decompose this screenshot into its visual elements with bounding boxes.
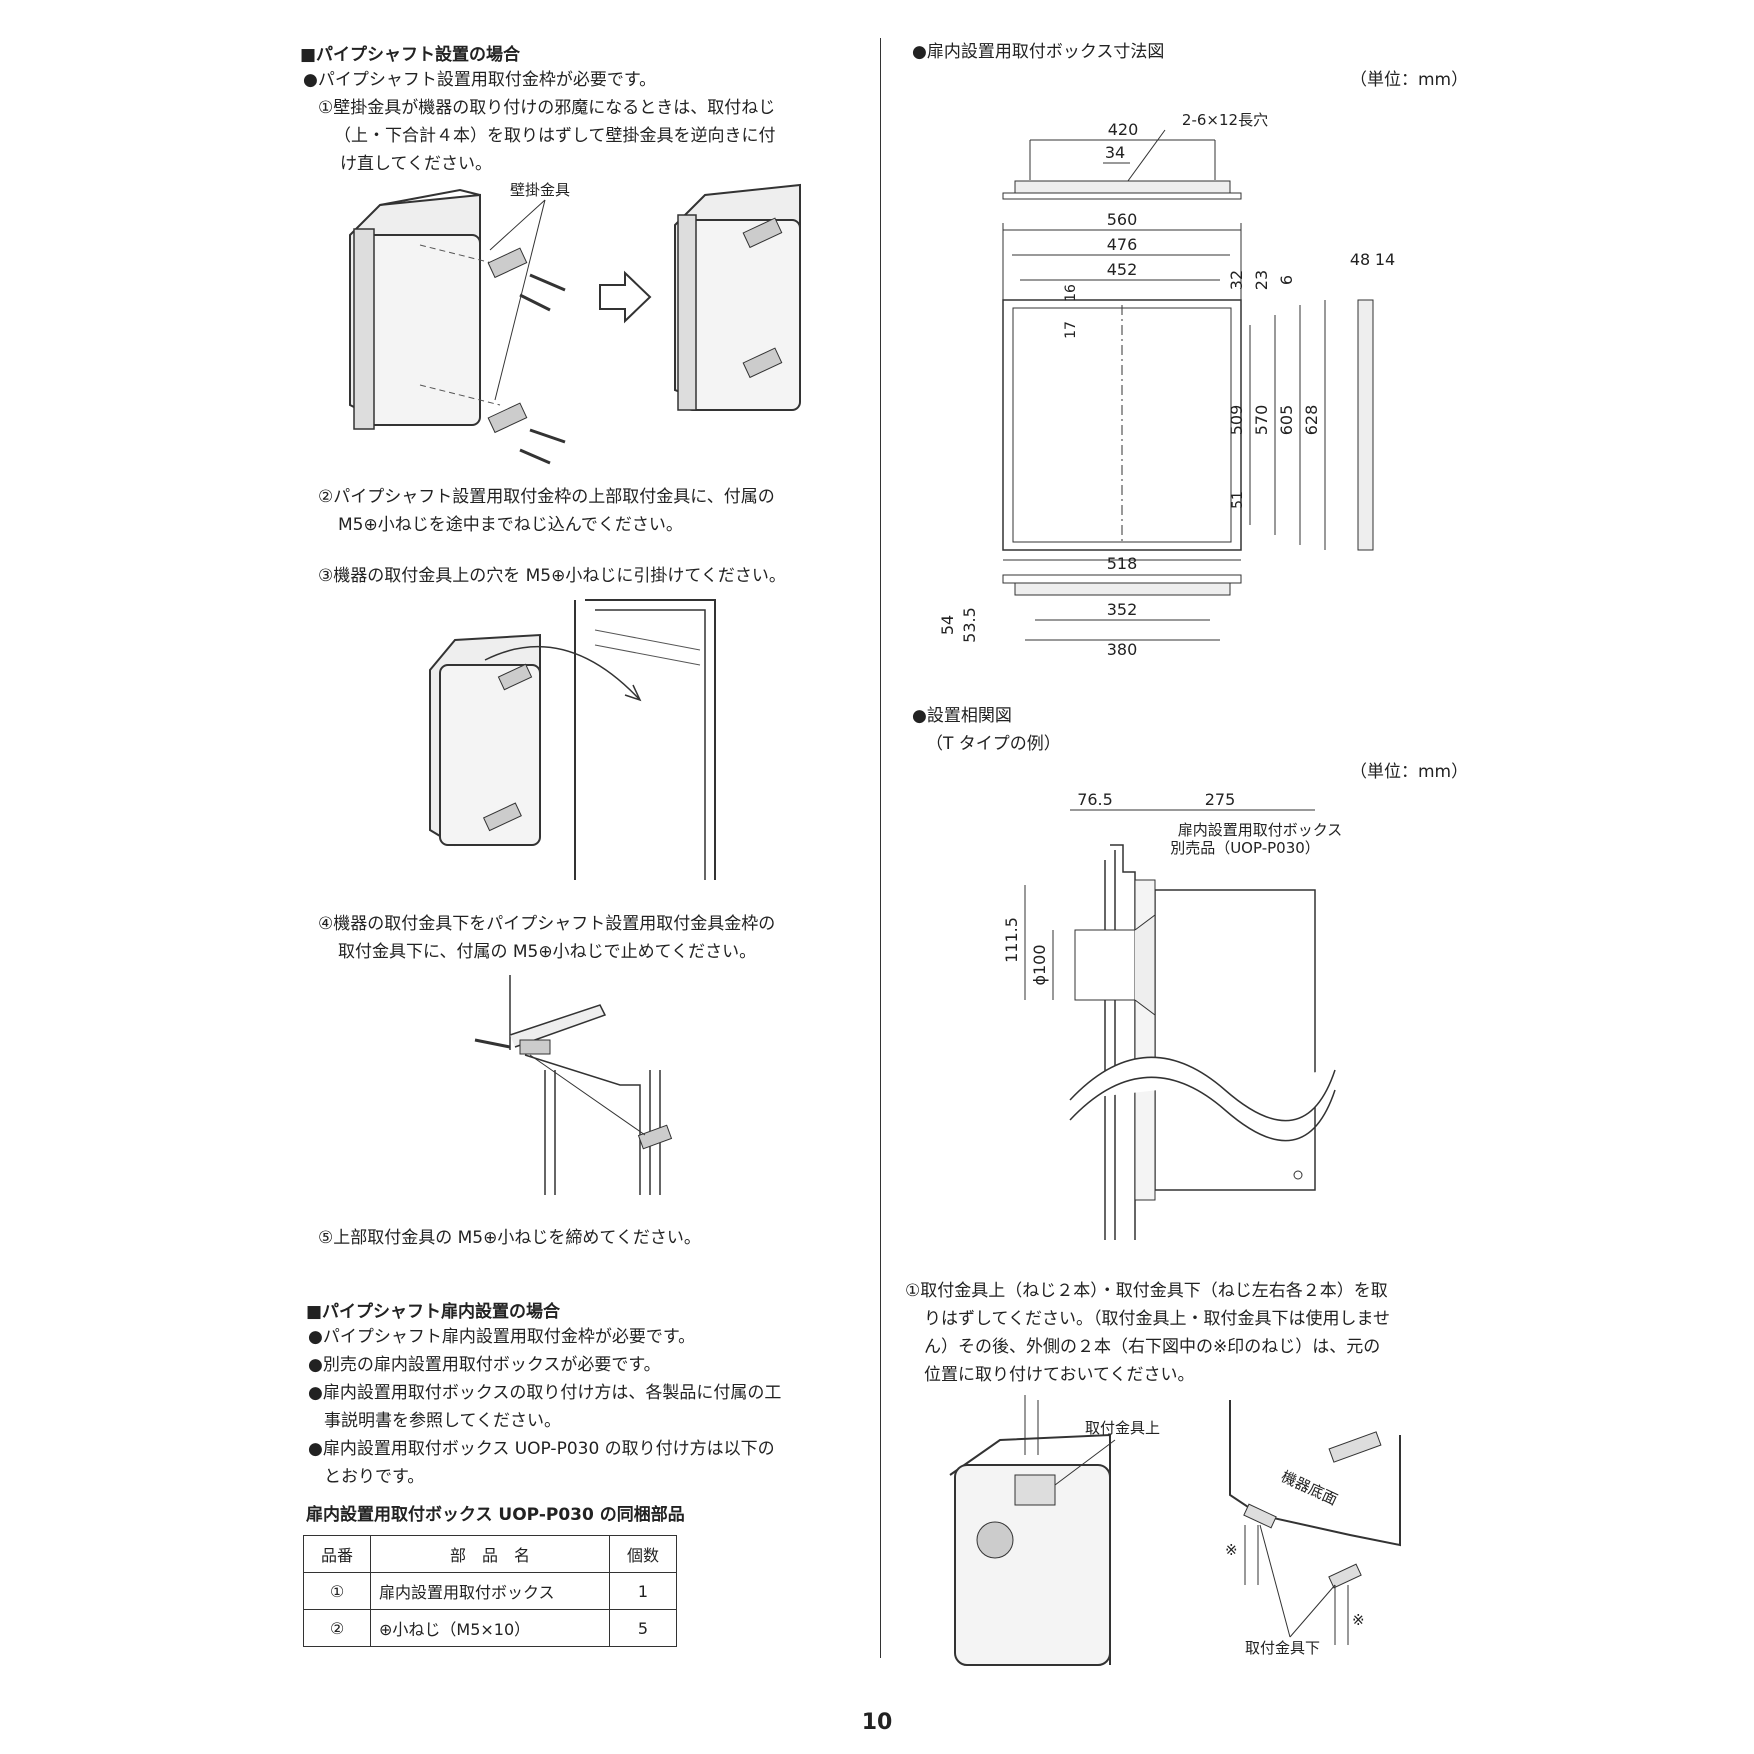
section2-heading: ■パイプシャフト扉内設置の場合 [306,1302,561,1322]
relation-drawing: 76.5 275 扉内設置用取付ボックス 別売品（UOP-P030） 111.5… [1002,790,1343,1240]
table-cell: 扉内設置用取付ボックス [370,1572,610,1610]
step1-line3: け直してください。 [340,154,492,174]
dim-32: 32 [1227,270,1246,290]
dim-605: 605 [1277,405,1296,436]
dim-unit: （単位：mm） [1350,70,1469,90]
step4-line1: ④機器の取付金具下をパイプシャフト設置用取付金具金枠の [318,914,776,934]
table-cell: ② [303,1609,371,1647]
dim-275: 275 [1205,790,1236,809]
step1-line1: ①壁掛金具が機器の取り付けの邪魔になるときは、取付ねじ [318,98,776,118]
section2-bullet2: ●別売の扉内設置用取付ボックスが必要です。 [308,1355,661,1375]
step4-line2: 取付金具下に、付属の M5⊕小ねじで止めてください。 [338,942,757,962]
box-label-1: 扉内設置用取付ボックス [1178,821,1343,839]
dim-476: 476 [1107,235,1138,254]
step2-line1: ②パイプシャフト設置用取付金枠の上部取付金具に、付属の [318,487,775,507]
dim-54: 54 [938,615,957,635]
dim-6: 6 [1277,275,1296,285]
table-row: ① 扉内設置用取付ボックス 1 [303,1572,677,1610]
table-cell: 1 [609,1572,677,1610]
table-cell: 5 [609,1609,677,1647]
section2-bullet4a: ●扉内設置用取付ボックス UOP-P030 の取り付け方は以下の [308,1439,775,1459]
section1-bullet: ●パイプシャフト設置用取付金枠が必要です。 [303,70,657,90]
dim-23: 23 [1252,270,1271,290]
step5: ⑤上部取付金具の M5⊕小ねじを締めてください。 [318,1228,701,1248]
table-cell: ⊕小ねじ（M5×10） [370,1609,610,1647]
bracket-removal-figure: 取付金具上 機器底面 ※ ※ 取付金具下 [949,1395,1401,1666]
dim-53-5: 53.5 [960,607,979,643]
dim-509: 509 [1227,405,1246,436]
dim-34: 34 [1105,143,1125,162]
section2-bullet3b: 事説明書を参照してください。 [324,1411,561,1431]
screw-mark-right: ※ [1352,1611,1365,1629]
right-step1-line1: ①取付金具上（ねじ２本）・取付金具下（ねじ左右各２本）を取 [905,1281,1388,1301]
dim-352: 352 [1107,600,1138,619]
parts-table: 品番 部 品 名 個数 ① 扉内設置用取付ボックス 1 ② ⊕小ねじ（M5×10… [303,1535,677,1647]
wall-bracket-label: 壁掛金具 [510,181,570,199]
dim-111-5: 111.5 [1002,917,1021,963]
wall-bracket-figure: 壁掛金具 [349,181,801,465]
dim-48: 48 [1350,250,1370,269]
table-header: 品番 [303,1535,371,1573]
right-step1-line4: 位置に取り付けておいてください。 [924,1365,1195,1385]
dim-420: 420 [1108,120,1139,139]
table-cell: ① [303,1572,371,1610]
column-divider [880,38,881,1658]
table-header: 個数 [609,1535,677,1573]
section1-heading: ■パイプシャフト設置の場合 [300,45,521,65]
unit-bottom-label: 機器底面 [1278,1467,1340,1509]
upper-bracket-label: 取付金具上 [1085,1419,1160,1437]
box-dimension-drawing: 420 34 2-6×12長穴 560 476 452 16 17 32 23 … [938,111,1395,659]
right-step1-line2: りはずしてください。（取付金具上・取付金具下は使用しませ [924,1309,1390,1329]
dim-title: ●扉内設置用取付ボックス寸法図 [912,42,1165,62]
step2-line2: M5⊕小ねじを途中までねじ込んでください。 [338,515,683,535]
section2-bullet1: ●パイプシャフト扉内設置用取付金枠が必要です。 [308,1327,696,1347]
dim-628: 628 [1302,405,1321,436]
dim-76-5: 76.5 [1077,790,1113,809]
section2-bullet3a: ●扉内設置用取付ボックスの取り付け方は、各製品に付属の工 [308,1383,782,1403]
hole-label: 2-6×12長穴 [1182,111,1268,129]
table-header-row: 品番 部 品 名 個数 [303,1535,677,1573]
step1-line2: （上・下合計４本）を取りはずして壁掛金具を逆向きに付 [334,126,776,146]
table-row: ② ⊕小ねじ（M5×10） 5 [303,1609,677,1647]
dim-452: 452 [1107,260,1138,279]
step3: ③機器の取付金具上の穴を M5⊕小ねじに引掛けてください。 [318,566,786,586]
section2-bullet4b: とおりです。 [324,1467,425,1487]
hook-unit-figure [429,599,716,880]
right-step1-line3: ん）その後、外側の２本（右下図中の※印のねじ）は、元の [924,1337,1381,1357]
bottom-fix-figure [474,975,673,1195]
dim-51: 51 [1230,491,1246,509]
lower-bracket-label: 取付金具下 [1245,1639,1320,1657]
dim-16: 16 [1063,284,1079,302]
screw-mark-left: ※ [1225,1541,1238,1559]
box-label-2: 別売品（UOP-P030） [1170,839,1320,857]
page-number: 10 [861,1710,893,1735]
rel-unit: （単位：mm） [1350,762,1469,782]
rel-title: ●設置相関図 [912,706,1012,726]
dim-380: 380 [1107,640,1138,659]
parts-title: 扉内設置用取付ボックス UOP-P030 の同梱部品 [306,1505,685,1525]
dim-570: 570 [1252,405,1271,436]
dim-17: 17 [1063,321,1079,339]
dim-560: 560 [1107,210,1138,229]
dim-14: 14 [1375,250,1395,269]
dim-518: 518 [1107,554,1138,573]
dim-phi100: ϕ100 [1030,944,1049,985]
rel-subtitle: （T タイプの例） [926,734,1061,754]
table-header: 部 品 名 [370,1535,610,1573]
